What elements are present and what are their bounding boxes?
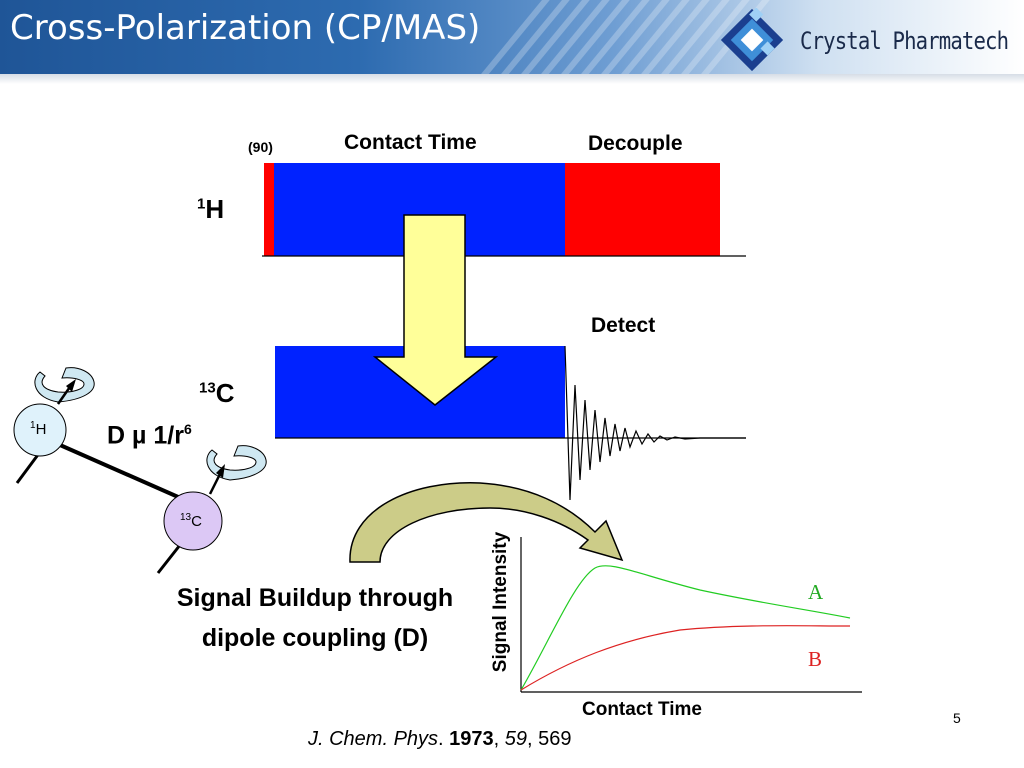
buildup-caption: Signal Buildup through dipole coupling (… <box>140 578 490 658</box>
pulse-90-label: (90) <box>248 139 273 155</box>
curve-a <box>520 565 851 691</box>
curve-a-label: A <box>808 580 824 604</box>
curve-b <box>520 625 851 691</box>
crystal-logo-icon <box>720 8 784 72</box>
brand-name: Crystal Pharmatech <box>800 27 1009 55</box>
header-band <box>0 0 1024 75</box>
pulse-90-block <box>264 163 274 256</box>
h-ball-label: 1H <box>30 420 47 438</box>
slide-title: Cross-Polarization (CP/MAS) <box>10 8 481 48</box>
detect-label: Detect <box>591 314 656 337</box>
slide-number: 5 <box>953 710 961 726</box>
curved-arrow <box>349 482 624 563</box>
c-ball-label: 13C <box>180 512 202 530</box>
header-rule <box>0 74 1024 84</box>
plot-ylabel: Signal Intensity <box>490 531 511 673</box>
curve-b-label: B <box>808 647 823 671</box>
contact-time-label: Contact Time <box>344 131 477 154</box>
header-stripes <box>480 0 770 75</box>
channel-h-label: 1H <box>197 194 225 224</box>
caption-line-2: dipole coupling (D) <box>201 624 429 652</box>
fid-signal <box>564 345 746 501</box>
decouple-label: Decouple <box>588 132 683 155</box>
plot-xlabel: Contact Time <box>582 699 703 720</box>
h-ball <box>13 403 67 457</box>
c-spin-icon <box>206 445 267 495</box>
dipole-formula: D µ 1/r6 <box>107 421 192 450</box>
c-stick <box>156 544 182 574</box>
h-stick <box>15 451 42 484</box>
decouple-block <box>565 163 720 256</box>
internuclear-bond <box>59 443 186 502</box>
caption-line-1: Signal Buildup through <box>176 584 454 612</box>
transfer-arrow <box>372 214 499 406</box>
h-spin-icon <box>34 367 95 405</box>
journal-reference: J. Chem. Phys. 1973, 59, 569 <box>308 728 572 750</box>
channel-c-label: 13C <box>199 378 235 408</box>
c-ball <box>163 491 223 551</box>
